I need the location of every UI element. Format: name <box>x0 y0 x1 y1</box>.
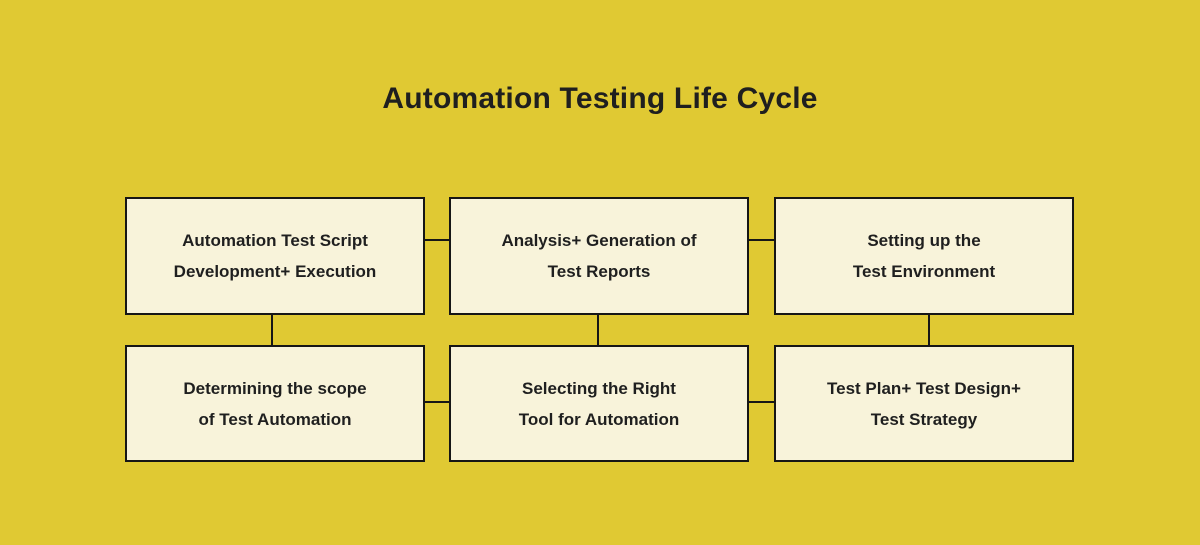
node-label-line: Determining the scope <box>183 378 367 398</box>
node-label-line: Tool for Automation <box>518 409 680 429</box>
flow-node-analysis-generation-reports: Analysis+ Generation of Test Reports <box>449 197 749 315</box>
connector-script-to-scope <box>271 313 273 347</box>
flow-node-test-plan-design-strategy: Test Plan+ Test Design+ Test Strategy <box>774 345 1074 462</box>
connector-environment-to-plan <box>928 313 930 347</box>
page-title: Automation Testing Life Cycle <box>382 82 818 115</box>
flow-node-setting-up-environment: Setting up the Test Environment <box>774 197 1074 315</box>
connector-analysis-to-tool <box>597 313 599 347</box>
node-label-line: Analysis+ Generation of <box>501 231 697 250</box>
node-label-line: Setting up the <box>867 231 981 250</box>
node-label-line: Test Plan+ Test Design+ <box>827 378 1021 398</box>
flow-node-selecting-right-tool: Selecting the Right Tool for Automation <box>449 345 749 462</box>
connector-script-to-analysis <box>423 239 451 241</box>
connector-tool-to-plan <box>747 401 776 403</box>
flow-node-automation-test-script: Automation Test Script Development+ Exec… <box>125 197 425 315</box>
node-label-line: of Test Automation <box>198 409 352 429</box>
node-label-line: Automation Test Script <box>182 231 368 250</box>
node-label-line: Development+ Execution <box>173 262 377 281</box>
node-label-line: Test Reports <box>547 262 651 281</box>
node-label-line: Selecting the Right <box>522 378 676 398</box>
flow-node-determining-scope: Determining the scope of Test Automation <box>125 345 425 462</box>
node-label-line: Test Strategy <box>870 409 978 429</box>
connector-analysis-to-environment <box>747 239 776 241</box>
node-label-line: Test Environment <box>852 262 996 281</box>
connector-scope-to-tool <box>423 401 451 403</box>
